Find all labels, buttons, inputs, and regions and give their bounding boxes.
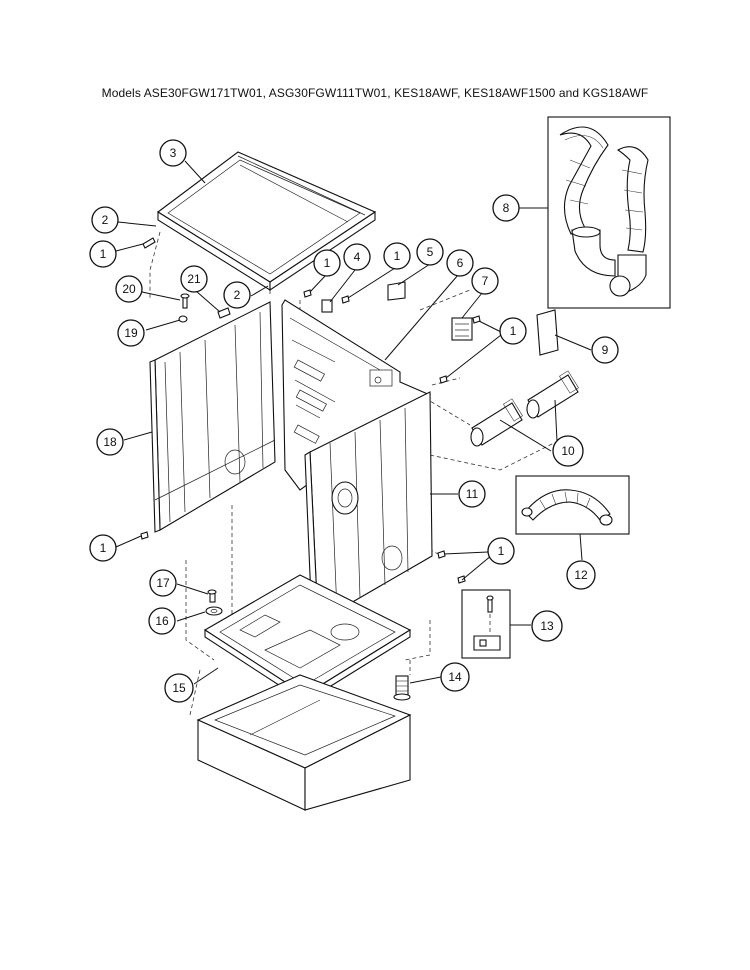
svg-text:18: 18 — [103, 435, 117, 449]
callout-19: 19 — [117, 319, 145, 347]
svg-text:11: 11 — [466, 487, 479, 501]
svg-text:9: 9 — [602, 343, 609, 357]
callout-15: 15 — [164, 673, 194, 703]
callout-1: 1 — [383, 242, 411, 270]
front-panel — [304, 391, 433, 625]
callout-11: 11 — [458, 480, 486, 508]
svg-text:17: 17 — [156, 576, 170, 590]
top-panel — [157, 151, 377, 292]
callout-16: 16 — [148, 607, 176, 635]
svg-text:10: 10 — [561, 444, 575, 458]
callout-5: 5 — [416, 238, 444, 266]
callout-1: 1 — [487, 537, 515, 565]
leader-lines — [115, 160, 592, 685]
callout-8: 8 — [492, 194, 520, 222]
svg-text:7: 7 — [482, 274, 489, 288]
callout-18: 18 — [96, 428, 124, 456]
svg-text:3: 3 — [170, 146, 177, 160]
svg-text:1: 1 — [510, 324, 517, 338]
svg-text:1: 1 — [100, 541, 107, 555]
callout-14: 14 — [440, 662, 470, 692]
callout-1: 1 — [499, 317, 527, 345]
svg-text:12: 12 — [574, 568, 588, 582]
rear-panel — [281, 299, 432, 491]
callout-12: 12 — [566, 560, 596, 590]
callout-2: 2 — [223, 281, 251, 309]
hose-inset — [515, 475, 630, 535]
svg-text:15: 15 — [172, 681, 186, 695]
callout-2: 2 — [91, 206, 119, 234]
callout-4: 4 — [343, 243, 371, 271]
callout-6: 6 — [446, 249, 474, 277]
callout-1: 1 — [89, 534, 117, 562]
callout-10: 10 — [552, 435, 584, 467]
callout-17: 17 — [149, 569, 177, 597]
svg-text:1: 1 — [394, 249, 401, 263]
svg-text:13: 13 — [540, 619, 554, 633]
svg-text:1: 1 — [498, 544, 505, 558]
callout-13: 13 — [531, 610, 563, 642]
svg-text:8: 8 — [503, 201, 510, 215]
left-side-panel — [149, 301, 276, 533]
exhaust-hose-inset — [547, 116, 671, 309]
svg-text:20: 20 — [122, 282, 136, 296]
svg-text:1: 1 — [100, 247, 107, 261]
lower-cabinet — [196, 674, 412, 811]
callout-3: 3 — [159, 139, 187, 167]
svg-text:6: 6 — [457, 256, 464, 270]
svg-text:14: 14 — [448, 670, 462, 684]
callout-1: 1 — [89, 240, 117, 268]
callout-9: 9 — [591, 336, 619, 364]
diagram-title: Models ASE30FGW171TW01, ASG30FGW111TW01,… — [101, 86, 649, 100]
svg-text:19: 19 — [124, 326, 138, 340]
duct-pipes — [470, 370, 579, 447]
svg-text:1: 1 — [324, 256, 331, 270]
svg-text:4: 4 — [354, 250, 361, 264]
callout-21: 21 — [180, 265, 208, 293]
callout-20: 20 — [115, 275, 143, 303]
hardware — [140, 237, 559, 701]
svg-text:16: 16 — [155, 614, 169, 628]
svg-text:2: 2 — [102, 213, 109, 227]
bracket-inset — [461, 589, 511, 659]
callout-7: 7 — [471, 267, 499, 295]
svg-text:21: 21 — [187, 272, 201, 286]
svg-text:2: 2 — [234, 288, 241, 302]
svg-text:5: 5 — [427, 245, 434, 259]
callout-1: 1 — [313, 249, 341, 277]
